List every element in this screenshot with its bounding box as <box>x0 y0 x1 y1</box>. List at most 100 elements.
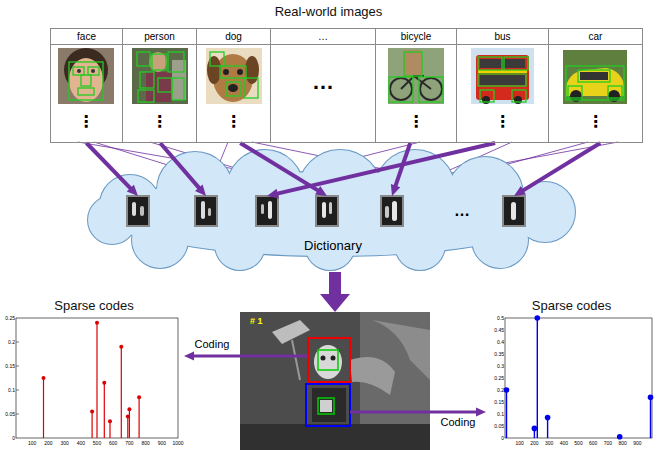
arrow-head <box>184 352 194 361</box>
sparse-code-chart-right-part-part <box>535 315 541 321</box>
connector-line <box>160 143 200 189</box>
sparse-code-chart-right <box>504 315 654 439</box>
sparse-code-chart-right-part-part <box>547 418 548 438</box>
tracking-frame-part <box>331 356 336 361</box>
dictionary-cloud-part-part <box>298 150 382 234</box>
sparse-code-chart-right-part <box>505 318 652 438</box>
bicycle-image <box>388 48 444 104</box>
sparse-code-chart-left-part-part <box>129 409 130 438</box>
sparse-code-chart: Sparse codes <box>486 296 657 450</box>
dog-image-part <box>228 84 238 92</box>
dog-image-part <box>207 56 221 84</box>
sparse-code-chart-left-part-part <box>126 414 130 418</box>
connector-arrow <box>240 143 327 196</box>
sparse-code-chart-left-part-part <box>104 383 105 438</box>
connector-arrow <box>430 408 486 417</box>
axis-tick-label: 0.1 <box>1 387 15 393</box>
sparse-code-chart-left-part-part <box>121 347 122 438</box>
sparse-code-chart-left-part-part <box>43 378 44 438</box>
arrow-head <box>267 189 279 199</box>
sparse-code-chart-left-part <box>16 342 19 414</box>
axis-tick-label: 100 <box>24 440 40 446</box>
axis-tick-label: 0.1 <box>490 411 504 417</box>
axis-tick-label: 200 <box>527 440 541 446</box>
sparse-code-chart-left-part-part <box>95 321 99 325</box>
dictionary-cloud-part-part <box>215 220 265 270</box>
axis-tick-label: 300 <box>57 440 73 446</box>
sparse-code-chart-left-part-part <box>16 390 19 391</box>
sparse-code-chart-right-part <box>507 318 651 438</box>
sparse-code-chart-left-part-part <box>96 323 97 438</box>
person-image-part <box>137 52 184 102</box>
dictionary-atoms-part-part <box>261 204 264 214</box>
face-image-part <box>77 69 81 73</box>
dog-image-part <box>237 69 243 75</box>
dictionary-atoms-part <box>316 196 338 226</box>
dictionary-atoms-part-part <box>381 196 403 226</box>
axis-tick-label: 500 <box>572 440 586 446</box>
face-image-part <box>58 48 114 104</box>
category-name: dog <box>197 29 270 45</box>
sparse-code-chart-right-part-part <box>650 397 651 438</box>
face-image-part-part <box>73 67 84 75</box>
dictionary-atoms-part-part <box>511 202 516 220</box>
tracking-frame-part <box>240 355 308 358</box>
frame-number: # 1 <box>250 316 263 327</box>
category-name: person <box>123 29 196 45</box>
car-image-part-part <box>568 86 582 98</box>
connector-line <box>276 143 495 194</box>
person-image-part <box>146 72 172 102</box>
sparse-code-chart-left-part-part <box>127 407 131 411</box>
axis-tick-label: 300 <box>542 440 556 446</box>
tracking-frame-part <box>308 338 350 382</box>
sparse-code-chart-left-part <box>16 318 178 438</box>
connector-arrow <box>320 272 350 312</box>
person-image-part <box>149 52 167 72</box>
sparse-code-chart-left-part-part <box>109 421 110 438</box>
arrow-head <box>320 294 350 312</box>
axis-tick-label: 700 <box>121 440 137 446</box>
dog-image-part <box>206 48 262 104</box>
dictionary-atoms-part <box>503 196 525 226</box>
edge-label: Coding <box>182 338 242 351</box>
chart-title: Sparse codes <box>4 298 184 314</box>
axis-tick-label: 800 <box>616 440 630 446</box>
tracking-frame: # 1 <box>240 312 430 450</box>
dictionary-atoms-part <box>127 196 149 226</box>
person-image-part-part <box>168 52 184 72</box>
sparse-code-chart-right-part-part <box>617 434 623 440</box>
bus-image-part-part <box>512 90 526 102</box>
sparse-code-chart-left-part-part <box>139 397 140 438</box>
dog-image-part-part <box>244 78 258 98</box>
axis-tick-label: 500 <box>89 440 105 446</box>
connector-arrow <box>514 143 600 196</box>
category-name: … <box>271 29 375 45</box>
axis-tick-label: 0.5 <box>490 315 504 321</box>
dictionary-atoms-part-part <box>268 201 272 219</box>
dictionary-atoms-part-part <box>208 208 211 216</box>
sparse-code-chart-left-part <box>42 321 142 423</box>
dictionary-atoms-part-part <box>256 196 278 226</box>
dictionary-atoms-part-part <box>392 201 397 221</box>
axis-tick-label: 0.2 <box>490 387 504 393</box>
arrow-head <box>127 185 138 196</box>
arrow-head <box>195 184 206 196</box>
axis-tick-label: 0.2 <box>1 339 15 345</box>
dog-image-part <box>210 52 258 98</box>
sparse-code-chart-right-part-part <box>532 426 538 432</box>
bicycle-image-part <box>404 50 422 78</box>
bus-image-part <box>476 55 529 100</box>
face-image-part <box>69 62 103 100</box>
person-image <box>132 48 188 104</box>
axis-tick-label: 0.15 <box>490 399 504 405</box>
car-image-part-part <box>578 70 610 82</box>
tracking-frame-part <box>320 400 332 412</box>
bus-image-part-part <box>478 57 502 70</box>
tracking-frame <box>240 312 430 450</box>
arrow-head <box>514 186 526 196</box>
dictionary-atoms-part-part <box>140 206 144 216</box>
dog-image-part-part <box>220 66 246 78</box>
axis-tick-label: 900 <box>630 440 644 446</box>
tracking-frame-part <box>272 320 310 344</box>
